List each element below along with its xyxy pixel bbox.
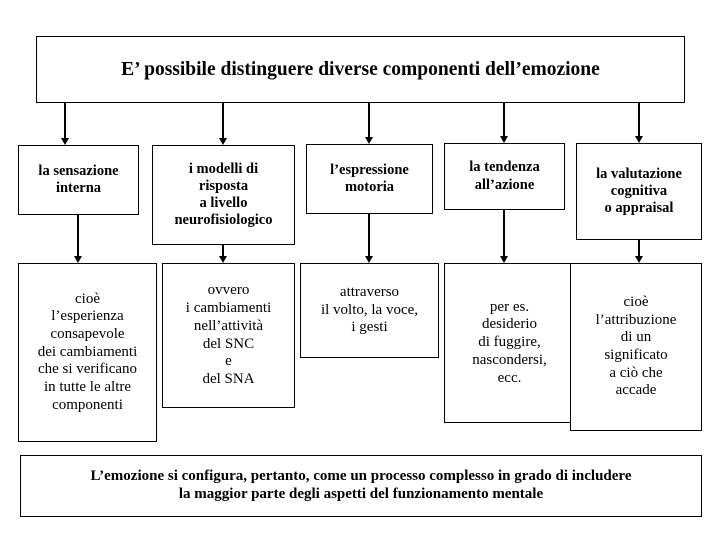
arrowhead-title-to-component-1 [218,138,227,145]
detail-label: attraverso il volto, la voce, i gesti [320,283,419,336]
arrowhead-component-0-to-detail-0 [73,256,82,263]
component-box-valutazione-cognitiva: la valutazione cognitiva o appraisal [576,143,702,240]
connector-component-0-to-detail-0 [77,215,79,256]
detail-box-desiderio-di-fuggire: per es. desiderio di fuggire, nasconders… [444,263,575,423]
component-box-espressione-motoria: l’espressione motoria [306,144,433,214]
detail-label: ovvero i cambiamenti nell’attività del S… [185,282,272,387]
detail-box-volto-voce-gesti: attraverso il volto, la voce, i gesti [300,263,439,358]
detail-box-esperienza-consapevole: cioè l’esperienza consapevole dei cambia… [18,263,157,442]
component-box-tendenza-allazione: la tendenza all’azione [444,143,565,210]
arrowhead-component-1-to-detail-1 [218,256,227,263]
detail-box-attribuzione-significato: cioè l’attribuzione di un significato a … [570,263,702,431]
component-label: la sensazione interna [38,162,119,196]
connector-title-to-component-2 [368,103,370,137]
detail-box-cambiamenti-snc-sna: ovvero i cambiamenti nell’attività del S… [162,263,295,408]
connector-title-to-component-3 [503,103,505,136]
arrowhead-component-3-to-detail-3 [499,256,508,263]
title-text: E’ possibile distinguere diverse compone… [121,59,600,80]
summary-box: L’emozione si configura, pertanto, come … [20,455,702,517]
component-box-modelli-di-risposta: i modelli di risposta a livello neurofis… [152,145,295,245]
arrowhead-title-to-component-4 [634,136,643,143]
connector-component-2-to-detail-2 [368,214,370,256]
arrowhead-title-to-component-0 [60,138,69,145]
summary-text: L’emozione si configura, pertanto, come … [90,468,632,502]
detail-label: cioè l’attribuzione di un significato a … [595,293,677,399]
component-label: i modelli di risposta a livello neurofis… [174,160,273,229]
title-box: E’ possibile distinguere diverse compone… [36,36,685,103]
component-label: la valutazione cognitiva o appraisal [596,165,682,217]
arrowhead-title-to-component-3 [499,136,508,143]
connector-title-to-component-0 [64,103,66,138]
component-label: l’espressione motoria [330,161,409,195]
connector-component-4-to-detail-4 [638,240,640,256]
component-label: la tendenza all’azione [469,159,540,193]
connector-component-3-to-detail-3 [503,210,505,256]
component-box-sensazione-interna: la sensazione interna [18,145,139,215]
arrowhead-title-to-component-2 [364,137,373,144]
connector-title-to-component-4 [638,103,640,136]
connector-component-1-to-detail-1 [222,245,224,256]
arrowhead-component-4-to-detail-4 [634,256,643,263]
arrowhead-component-2-to-detail-2 [364,256,373,263]
connector-title-to-component-1 [222,103,224,138]
detail-label: per es. desiderio di fuggire, nasconders… [472,298,547,386]
detail-label: cioè l’esperienza consapevole dei cambia… [37,290,138,413]
